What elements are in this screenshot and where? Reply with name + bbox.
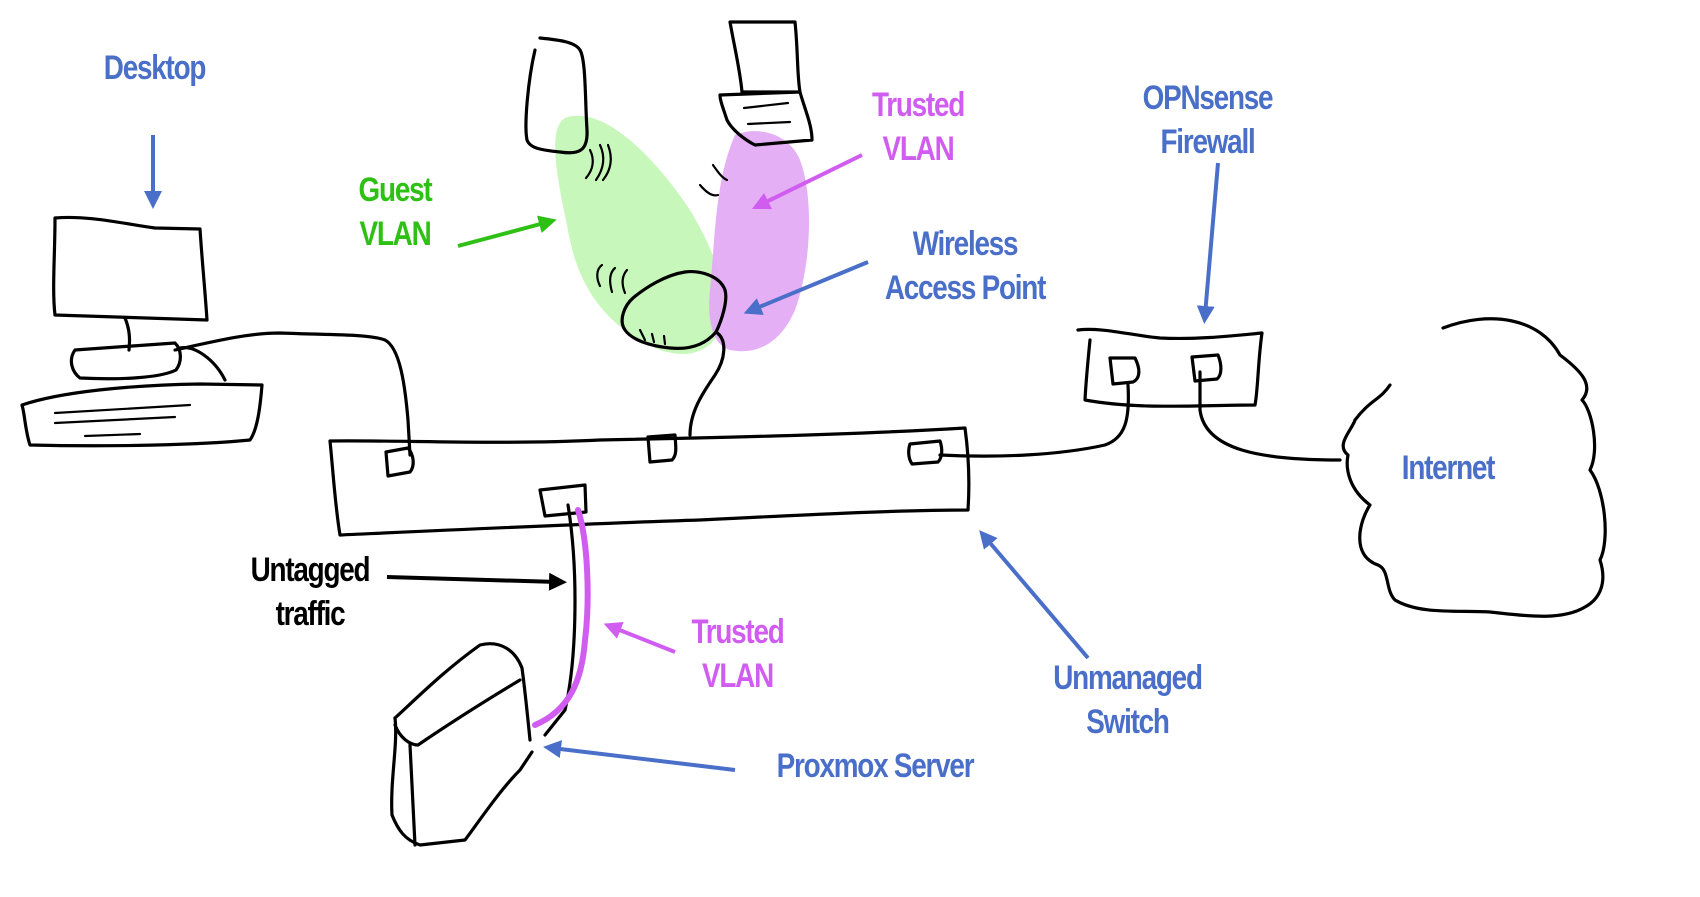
internet-label-line: Internet — [1401, 449, 1496, 487]
guest-vlan-label: Guest VLAN — [346, 168, 444, 256]
trusted-vlan-wifi-arrow — [751, 153, 863, 210]
trusted-vlan-wifi-label-line1: Trusted — [871, 86, 965, 124]
desktop-label: Desktop — [87, 46, 222, 90]
firewall-icon — [1076, 327, 1264, 408]
trusted-vlan-server-label-line2: VLAN — [702, 657, 774, 695]
trusted-vlan-coverage — [709, 131, 810, 352]
proxmox-label-line: Proxmox Server — [776, 747, 975, 785]
laptop-icon — [718, 20, 814, 147]
untagged-label-line1: Untagged — [250, 551, 371, 589]
guest-vlan-arrow — [457, 215, 557, 248]
trusted-vlan-wifi-label: Trusted VLAN — [861, 83, 976, 171]
trusted-vlan-server-arrow — [603, 621, 676, 654]
guest-vlan-label-line2: VLAN — [359, 215, 432, 253]
wireless-ap-label-line1: Wireless — [912, 225, 1019, 263]
unmanaged-switch-label-line1: Unmanaged — [1053, 659, 1203, 697]
guest-vlan-label-line1: Guest — [358, 171, 433, 209]
trusted-vlan-server-label: Trusted VLAN — [678, 610, 797, 698]
access-point-icon — [620, 270, 728, 351]
desktop-label-line: Desktop — [103, 49, 207, 87]
phone-icon — [524, 36, 589, 155]
desktop-icon — [20, 215, 264, 448]
opnsense-label: OPNsense Firewall — [1136, 76, 1280, 164]
internet-label: Internet — [1391, 446, 1506, 490]
opnsense-label-line2: Firewall — [1160, 123, 1256, 161]
untagged-arrow — [386, 572, 567, 591]
wireless-ap-label: Wireless Access Point — [879, 222, 1051, 310]
untagged-label-line2: traffic — [275, 595, 346, 633]
wireless-ap-label-line2: Access Point — [884, 269, 1047, 307]
internet-cloud-icon — [1341, 317, 1607, 618]
unmanaged-switch-label-line2: Switch — [1086, 703, 1170, 741]
proxmox-label: Proxmox Server — [760, 744, 990, 788]
trusted-vlan-cable — [532, 507, 591, 728]
proxmox-server-icon — [390, 642, 534, 847]
unmanaged-switch-label: Unmanaged Switch — [1043, 656, 1211, 744]
unmanaged-switch-arrow — [979, 530, 1090, 660]
opnsense-label-line1: OPNsense — [1142, 79, 1274, 117]
opnsense-arrow — [1196, 162, 1220, 324]
switch-icon — [328, 426, 971, 537]
wireless-ap-arrow — [743, 260, 869, 315]
proxmox-arrow — [543, 740, 736, 772]
untagged-label: Untagged traffic — [240, 548, 379, 636]
trusted-vlan-wifi-label-line2: VLAN — [882, 130, 955, 168]
trusted-vlan-server-label-line1: Trusted — [691, 613, 784, 651]
guest-vlan-coverage — [555, 115, 724, 354]
